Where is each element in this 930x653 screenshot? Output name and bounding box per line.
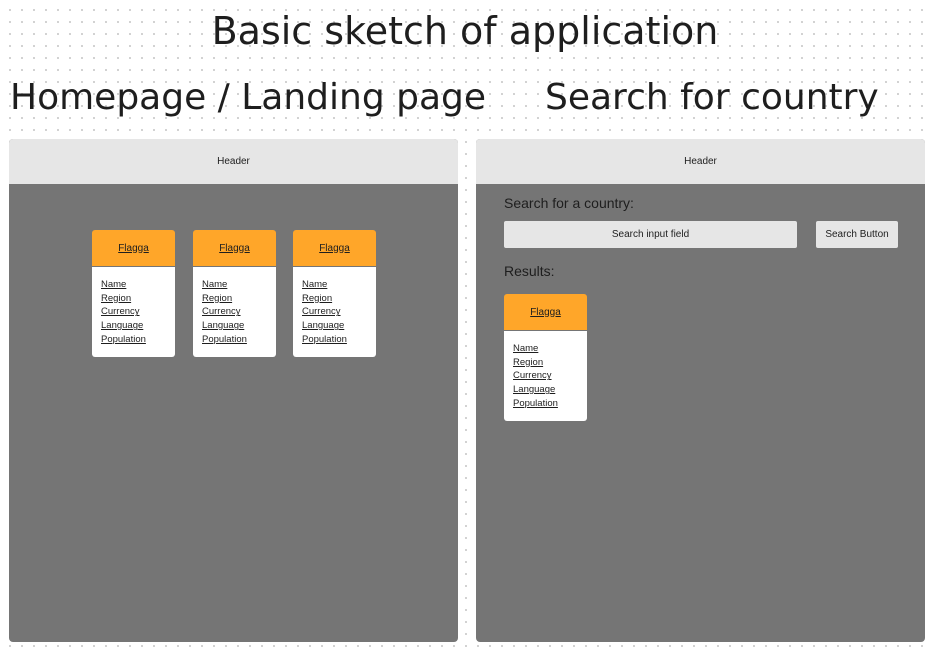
card-field-currency[interactable]: Currency — [101, 306, 140, 318]
homepage-frame-title: Homepage / Landing page — [10, 77, 487, 118]
card-field-language[interactable]: Language — [513, 384, 556, 396]
card-field-region[interactable]: Region — [302, 292, 333, 304]
search-label: Search for a country: — [504, 195, 634, 211]
search-header: Header — [476, 139, 925, 184]
country-card[interactable]: Flagga Name Region Currency Language Pop… — [193, 230, 276, 357]
homepage-header: Header — [9, 139, 458, 184]
country-card[interactable]: Flagga Name Region Currency Language Pop… — [92, 230, 175, 357]
card-field-population[interactable]: Population — [101, 333, 146, 345]
card-details: Name Region Currency Language Population — [504, 331, 587, 421]
results-label: Results: — [504, 263, 555, 279]
search-button[interactable]: Search Button — [816, 221, 898, 248]
card-field-name[interactable]: Name — [101, 279, 127, 290]
card-field-population[interactable]: Population — [513, 397, 558, 409]
card-field-name[interactable]: Name — [513, 343, 539, 354]
card-field-region[interactable]: Region — [101, 292, 132, 304]
card-details: Name Region Currency Language Population — [293, 267, 376, 357]
card-flag[interactable]: Flagga — [193, 230, 276, 266]
card-field-language[interactable]: Language — [101, 320, 144, 332]
country-card[interactable]: Flagga Name Region Currency Language Pop… — [293, 230, 376, 357]
card-field-population[interactable]: Population — [202, 333, 247, 345]
homepage-frame: Header Flagga Name Region Currency Langu… — [9, 139, 458, 642]
card-field-currency[interactable]: Currency — [302, 306, 341, 318]
card-field-region[interactable]: Region — [202, 292, 233, 304]
card-field-name[interactable]: Name — [202, 279, 228, 290]
card-field-name[interactable]: Name — [302, 279, 328, 290]
card-field-currency[interactable]: Currency — [513, 370, 552, 382]
card-field-language[interactable]: Language — [302, 320, 345, 332]
search-frame-title: Search for country — [545, 77, 879, 118]
result-country-card[interactable]: Flagga Name Region Currency Language Pop… — [504, 294, 587, 421]
search-frame: Header Search for a country: Search Butt… — [476, 139, 925, 642]
card-field-language[interactable]: Language — [202, 320, 245, 332]
card-flag[interactable]: Flagga — [92, 230, 175, 266]
search-input[interactable] — [504, 221, 797, 248]
page-title: Basic sketch of application — [211, 9, 719, 53]
card-field-region[interactable]: Region — [513, 356, 544, 368]
card-details: Name Region Currency Language Population — [92, 267, 175, 357]
card-field-currency[interactable]: Currency — [202, 306, 241, 318]
card-flag[interactable]: Flagga — [504, 294, 587, 330]
card-flag[interactable]: Flagga — [293, 230, 376, 266]
card-details: Name Region Currency Language Population — [193, 267, 276, 357]
card-field-population[interactable]: Population — [302, 333, 347, 345]
